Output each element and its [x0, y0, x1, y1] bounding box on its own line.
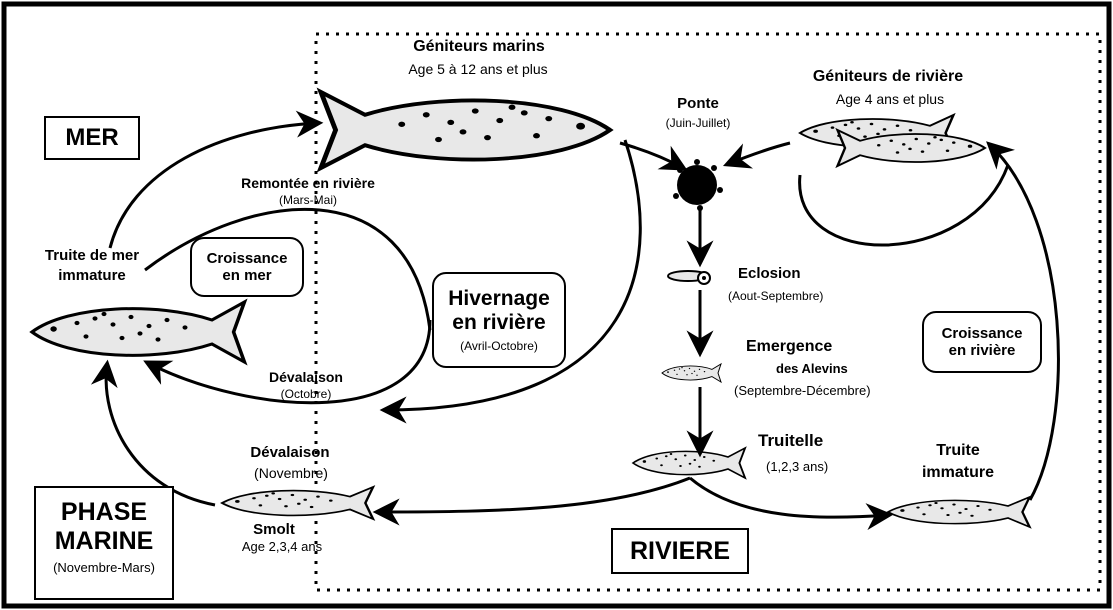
devalaison-novembre-title: Dévalaison — [250, 444, 330, 461]
zone-mer-box: MER — [44, 116, 140, 160]
croissance-mer-box: Croissance en mer — [190, 237, 304, 297]
smolt-title: Smolt — [253, 521, 295, 538]
truite-immature-line1: Truite — [936, 442, 980, 459]
truite-immature-line2: immature — [921, 464, 995, 481]
arrow-truitelle-to-truite-immature — [689, 476, 894, 531]
arrow-devalaison-october — [143, 319, 432, 405]
geniteurs-riviere-title: Géniteurs de rivière — [812, 68, 964, 85]
arrow-hivernage-to-devalaison — [379, 139, 642, 424]
geniteurs-riviere-detail: Age 4 ans et plus — [835, 91, 945, 107]
hivernage-line1: Hivernage — [448, 287, 550, 310]
arrow-to-sea-spawners — [108, 110, 324, 249]
arrow-river-spawners-to-ponte — [722, 141, 791, 169]
croissance-mer-line2: en mer — [222, 267, 272, 284]
smolt-detail: Age 2,3,4 ans — [241, 539, 323, 554]
immature-trout-fish-icon — [886, 495, 1031, 529]
truite-mer-line2: immature — [58, 267, 126, 284]
arrow-smolt-to-immature-sea-trout — [90, 359, 216, 507]
zone-riviere-box: RIVIERE — [611, 528, 749, 574]
emergence-subtitle: des Alevins — [776, 361, 848, 376]
hivernage-period: (Avril-Octobre) — [460, 339, 538, 353]
truitelle-period: (1,2,3 ans) — [766, 459, 829, 474]
truitelle-fish-icon — [632, 447, 747, 479]
smolt-fish-icon — [220, 485, 375, 521]
emergence-period: (Septembre-Décembre) — [734, 383, 871, 398]
devalaison-octobre-period: (Octobre) — [280, 387, 332, 401]
zone-phase-marine-box: PHASE MARINE (Novembre-Mars) — [34, 486, 174, 600]
croissance-riviere-line2: en rivière — [948, 342, 1016, 359]
remontee-period: (Mars-Mai) — [279, 193, 337, 207]
truite-mer-line1: Truite de mer — [44, 247, 140, 264]
eclosion-larva-icon — [667, 270, 711, 285]
arrow-truitelle-to-smolt — [372, 476, 691, 526]
ponte-title: Ponte — [677, 95, 719, 112]
zone-riviere-label: RIVIERE — [629, 537, 731, 565]
eclosion-period: (Aout-Septembre) — [728, 289, 824, 303]
geniteurs-marins-detail: Age 5 à 12 ans et plus — [408, 61, 548, 77]
geniteurs-marins-title: Géniteurs marins — [413, 38, 545, 55]
zone-mer-label: MER — [65, 124, 119, 151]
hivernage-line2: en rivière — [452, 311, 546, 334]
croissance-riviere-line1: Croissance — [941, 325, 1023, 342]
river-spawner-loop — [798, 164, 1010, 247]
hivernage-box: Hivernage en rivière (Avril-Octobre) — [432, 272, 566, 368]
croissance-riviere-box: Croissance en rivière — [922, 311, 1042, 373]
eclosion-title: Eclosion — [738, 265, 801, 282]
devalaison-octobre-title: Dévalaison — [269, 369, 343, 385]
truitelle-title: Truitelle — [758, 431, 824, 450]
phase-marine-line1: PHASE — [60, 498, 148, 526]
ponte-period: (Juin-Juillet) — [665, 116, 731, 130]
emergence-title: Emergence — [746, 338, 833, 355]
alevin-fish-icon — [661, 363, 722, 383]
river-zone-border — [314, 32, 1102, 592]
arrow-truite-immature-to-river-spawners — [986, 141, 1060, 501]
immature-sea-trout-fish-icon — [30, 300, 247, 364]
croissance-mer-line1: Croissance — [206, 250, 288, 267]
devalaison-novembre-period: (Novembre) — [254, 465, 328, 481]
sea-spawner-fish-icon — [321, 92, 610, 168]
phase-marine-line2: MARINE — [54, 527, 154, 555]
phase-marine-period: (Novembre-Mars) — [53, 560, 155, 575]
remontee-title: Remontée en rivière — [241, 175, 375, 191]
sea-growth-loop — [144, 207, 432, 331]
